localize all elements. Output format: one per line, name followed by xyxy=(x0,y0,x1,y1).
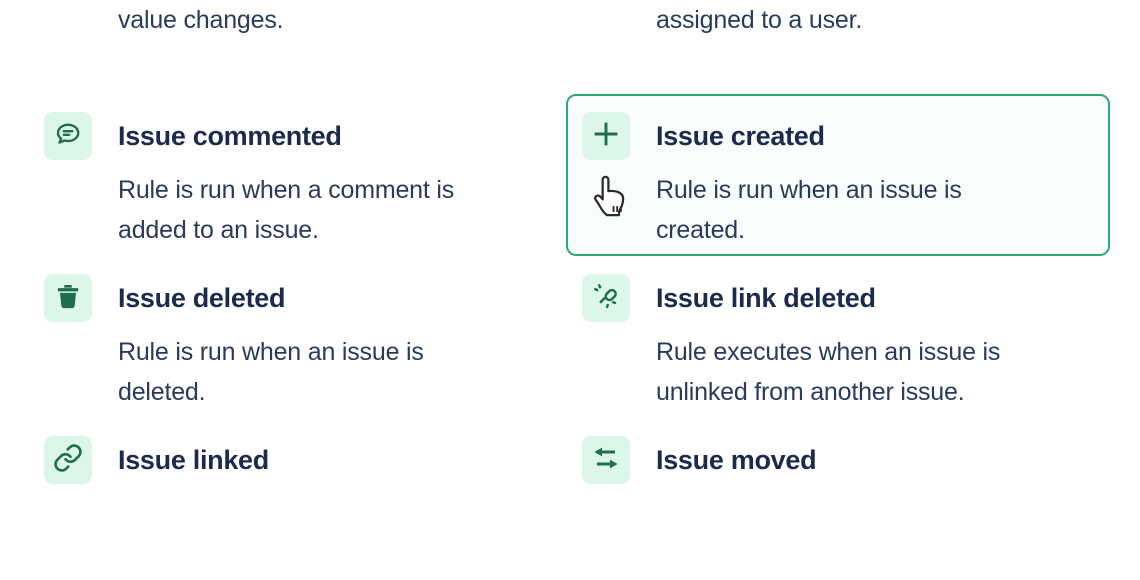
plus-icon xyxy=(590,118,622,155)
broken-link-icon xyxy=(591,281,621,316)
trigger-card-content: Issue deleted Rule is run when an issue … xyxy=(118,274,424,412)
trigger-grid: Rule is run when an issue's field value … xyxy=(28,0,1110,580)
trigger-title: Issue linked xyxy=(118,445,269,475)
trigger-title: Issue moved xyxy=(656,445,817,475)
trigger-card-content: Rule is run when an issue's field value … xyxy=(118,0,468,40)
trigger-icon-tile xyxy=(44,112,92,160)
trigger-description: Rule is run when an issue is deleted. xyxy=(118,338,424,406)
link-icon xyxy=(53,443,83,478)
trigger-title: Issue deleted xyxy=(118,283,286,313)
trigger-card-issue-commented[interactable]: Issue commented Rule is run when a comme… xyxy=(28,94,566,256)
trigger-description: Rule is run when an issue is created. xyxy=(656,176,962,244)
trigger-card-content: Issue moved xyxy=(656,436,817,494)
trigger-icon-tile xyxy=(582,436,630,484)
trigger-card-content: Issue commented Rule is run when a comme… xyxy=(118,112,454,250)
trigger-card-content: Issue linked xyxy=(118,436,269,494)
trigger-description: Rule is run when an issue's field value … xyxy=(118,6,284,34)
trigger-card-issue-deleted[interactable]: Issue deleted Rule is run when an issue … xyxy=(28,256,566,418)
trigger-title: Issue created xyxy=(656,121,825,151)
trigger-card-content: Issue created Rule is run when an issue … xyxy=(656,112,962,250)
trigger-card-partial[interactable]: Rule is run when an issue's field value … xyxy=(28,0,566,94)
trigger-card-content: Issue link deleted Rule executes when an… xyxy=(656,274,1000,412)
trigger-icon-tile xyxy=(582,274,630,322)
comment-icon xyxy=(53,119,83,154)
trigger-title: Issue commented xyxy=(118,121,342,151)
trigger-title: Issue link deleted xyxy=(656,283,876,313)
trigger-card-issue-moved[interactable]: Issue moved xyxy=(566,418,1110,580)
trigger-card-issue-linked[interactable]: Issue linked xyxy=(28,418,566,580)
trigger-icon-tile xyxy=(44,436,92,484)
arrows-swap-icon xyxy=(591,443,621,478)
trigger-card-content: Rule is run when an issue is assigned to… xyxy=(656,0,962,40)
trigger-description: Rule executes when an issue is unlinked … xyxy=(656,338,1001,406)
trigger-card-issue-link-deleted[interactable]: Issue link deleted Rule executes when an… xyxy=(566,256,1110,418)
trigger-description: Rule is run when an issue is assigned to… xyxy=(656,6,863,34)
trigger-card-partial[interactable]: Rule is run when an issue is assigned to… xyxy=(566,0,1110,94)
trigger-description: Rule is run when a comment is added to a… xyxy=(118,176,455,244)
trigger-icon-tile xyxy=(44,274,92,322)
trigger-card-issue-created[interactable]: Issue created Rule is run when an issue … xyxy=(566,94,1110,256)
trigger-icon-tile xyxy=(582,112,630,160)
trash-icon xyxy=(53,281,83,316)
